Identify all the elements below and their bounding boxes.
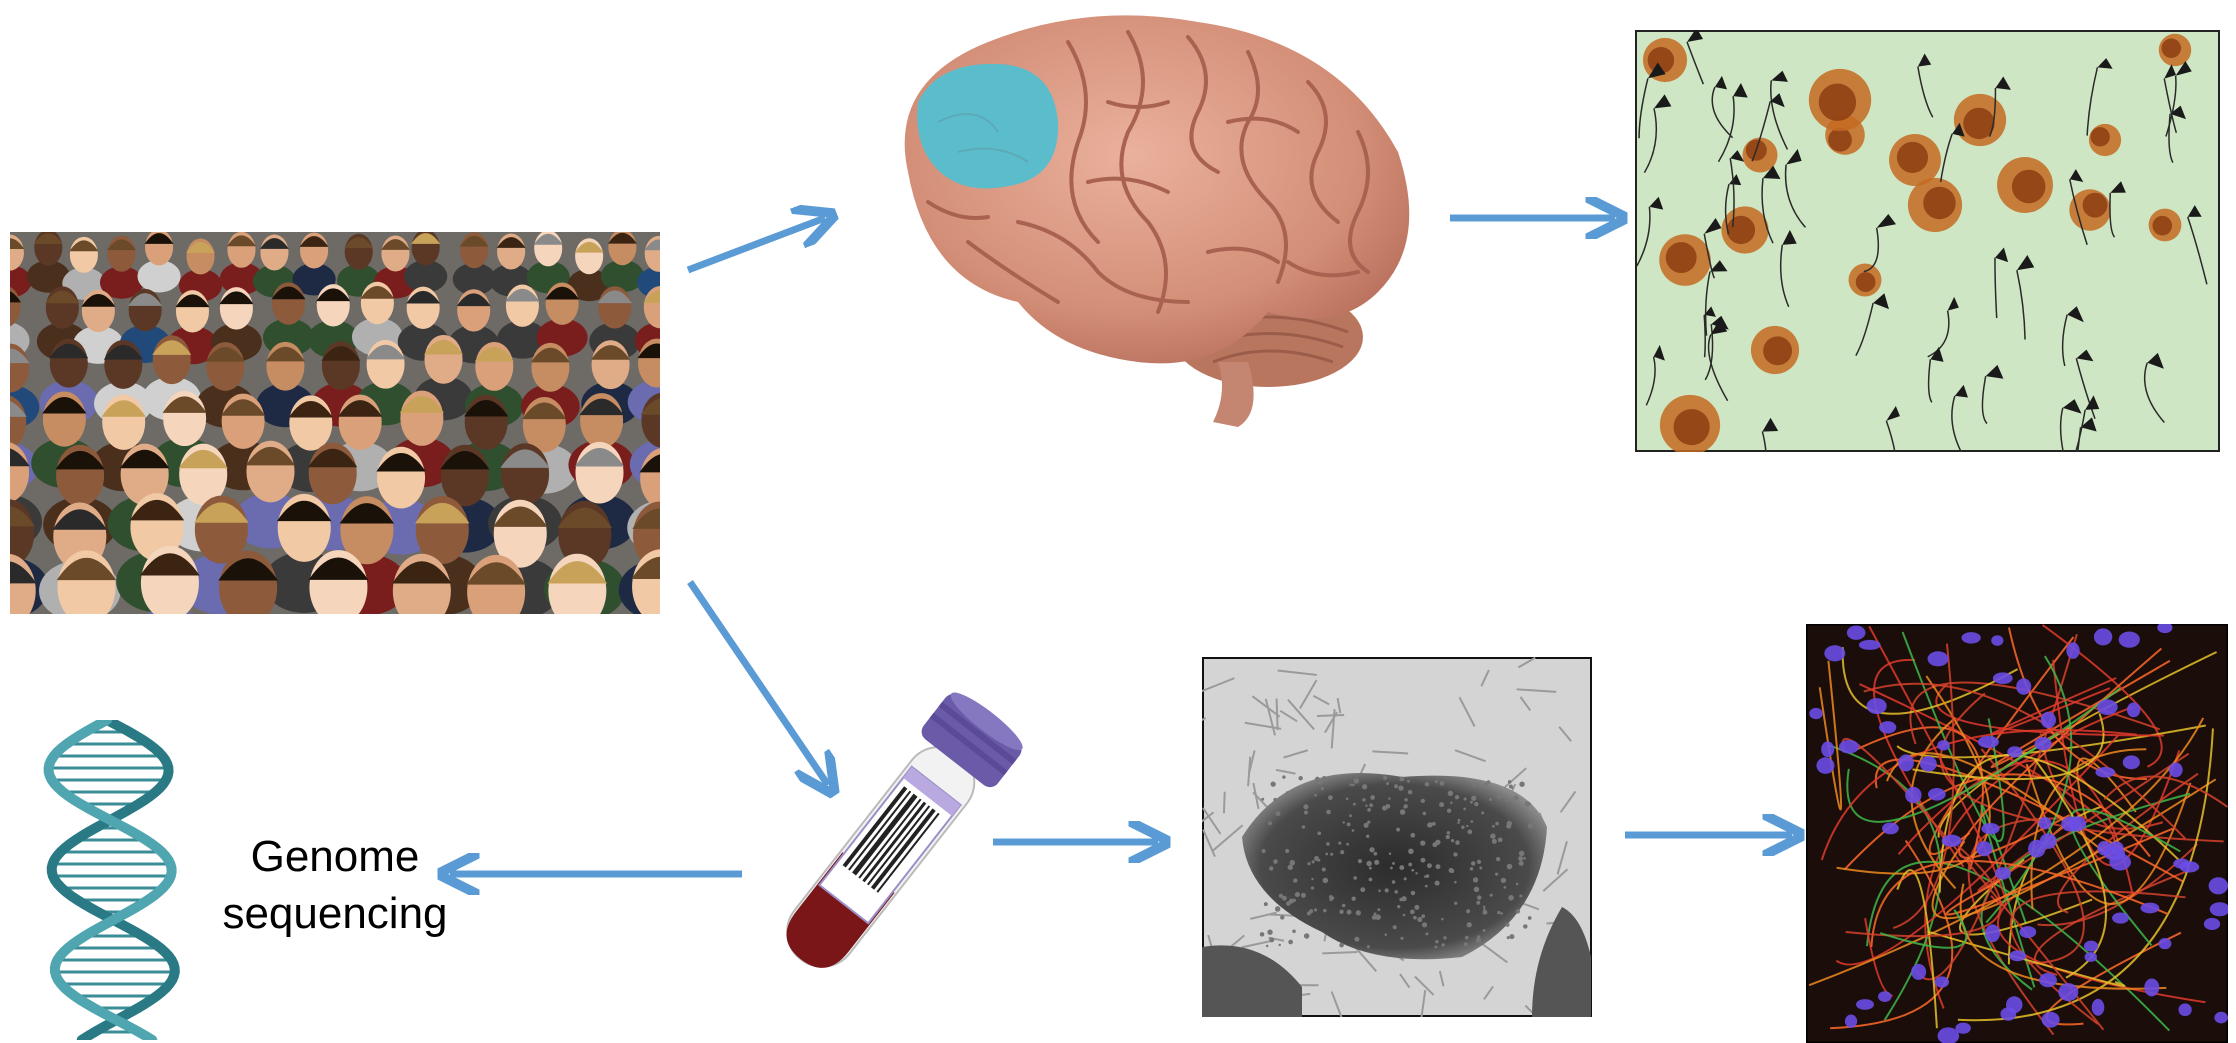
arrow-crowd-to-tube: [690, 582, 828, 785]
arrow-crowd-to-brain: [688, 218, 825, 270]
